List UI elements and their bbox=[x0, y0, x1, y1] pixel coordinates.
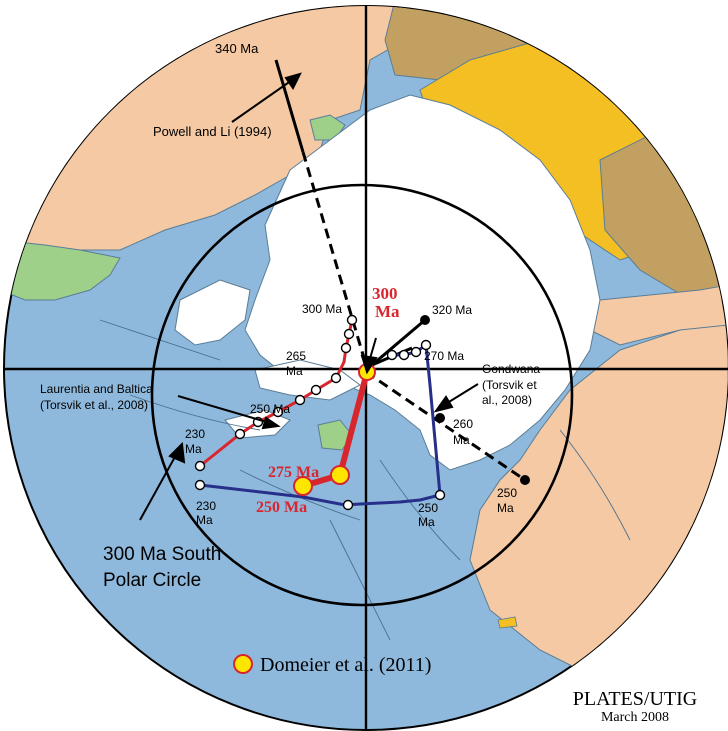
track-320-to-pole bbox=[371, 318, 426, 367]
label-polar-circle-2: Polar Circle bbox=[103, 570, 201, 591]
credit-block: PLATES/UTIG March 2008 bbox=[550, 688, 720, 726]
label-300ma-red-a: 300 bbox=[372, 284, 398, 303]
pole-250ma-far bbox=[520, 475, 530, 485]
label-laurentia-1: Laurentia and Baltica bbox=[40, 382, 153, 396]
label-300ma-path: 300 Ma bbox=[302, 302, 342, 316]
domeier-pole-275ma bbox=[330, 465, 350, 485]
green-terrane-left bbox=[4, 239, 121, 301]
gondwana-east bbox=[589, 284, 728, 346]
label-250-far-b: Ma bbox=[497, 501, 514, 515]
credit-date: March 2008 bbox=[600, 710, 670, 725]
label-250-far-a: 250 bbox=[497, 486, 517, 500]
label-gondwana-1: Gondwana bbox=[482, 362, 540, 376]
gondwana-path-nodes bbox=[194, 339, 446, 511]
label-230-bot-a: 230 bbox=[196, 499, 216, 513]
label-275ma-red: 275 Ma bbox=[268, 464, 319, 481]
label-250-right-a: 250 bbox=[418, 501, 438, 515]
label-265-b: Ma bbox=[286, 364, 303, 378]
label-340ma: 340 Ma bbox=[215, 41, 259, 56]
label-powell-li: Powell and Li (1994) bbox=[153, 124, 272, 139]
domeier-pole-250ma bbox=[293, 476, 313, 496]
dashed-track-to-250 bbox=[365, 370, 526, 482]
polar-circle-300ma bbox=[150, 183, 574, 607]
label-260-b: Ma bbox=[453, 433, 470, 447]
label-300ma-red-b: Ma bbox=[375, 302, 400, 321]
powell-li-track-dashed bbox=[301, 151, 368, 366]
label-250-right-b: Ma bbox=[418, 515, 435, 529]
legend-domeier-label: Domeier et al. (2011) bbox=[260, 654, 431, 676]
label-230-bot-b: Ma bbox=[196, 513, 213, 527]
label-polar-circle-1: 300 Ma South bbox=[103, 544, 221, 565]
pole-260ma bbox=[435, 413, 445, 423]
yellow-small-islet bbox=[497, 616, 518, 629]
label-gondwana-2: (Torsvik et bbox=[482, 378, 537, 392]
laurentia-path-nodes bbox=[194, 314, 358, 472]
label-250ma-blue: 250 Ma bbox=[256, 499, 307, 516]
legend-domeier-swatch bbox=[233, 654, 253, 674]
label-265-a: 265 bbox=[286, 349, 306, 363]
label-320ma: 320 Ma bbox=[432, 303, 472, 317]
label-laurentia-2: (Torsvik et al., 2008) bbox=[40, 398, 148, 412]
label-gondwana-3: al., 2008) bbox=[482, 393, 532, 407]
ice-island-1 bbox=[174, 279, 251, 346]
label-250ma-left: 250 Ma bbox=[250, 402, 290, 416]
credit-title: PLATES/UTIG bbox=[572, 688, 698, 710]
annotation-arrows bbox=[139, 72, 479, 521]
powell-li-track-solid bbox=[274, 59, 305, 153]
label-230-top-b: Ma bbox=[185, 442, 202, 456]
label-230-top-a: 230 bbox=[185, 427, 205, 441]
label-270ma: 270 Ma bbox=[424, 349, 464, 363]
label-260-a: 260 bbox=[453, 417, 473, 431]
